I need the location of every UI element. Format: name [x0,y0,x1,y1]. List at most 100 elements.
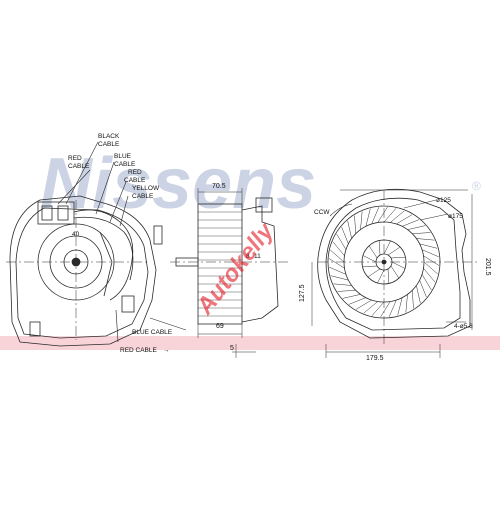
scroll-housing-inner [325,197,461,331]
impeller-blade [333,283,352,286]
hub-spoke [387,246,401,256]
impeller-blade [332,241,345,256]
middle-view [170,188,290,358]
hub-spoke [390,256,406,259]
brand-watermark: Nissens ® [40,144,481,224]
impeller-blade [365,208,371,227]
cable-leaders [57,141,187,343]
impeller-blade [371,301,385,316]
label-red-cable-mid: CABLE [124,177,146,184]
mount-tab [121,295,135,313]
label-blue-cable-top: BLUE [114,153,132,160]
dealer-watermark: Autokelly [191,217,280,321]
dim-5: 5 [230,345,234,352]
watermark-band [0,336,500,350]
impeller-blade [416,285,421,304]
rotation-label: CCW [314,209,330,216]
connector-pin [57,205,69,221]
hub-spoke [377,269,385,284]
label-red-cable-bottom: RED CABLE [120,347,158,354]
connector-pin [41,205,53,221]
label-red-cable-mid: RED [128,169,142,176]
housing-inner [15,207,149,339]
label-yellow-cable: YELLOW [132,185,160,192]
impeller-fins [198,211,242,317]
impeller-blade [347,220,352,239]
impeller-blade [412,290,414,309]
cable-harness [99,231,113,297]
impeller-blade [342,294,361,299]
impeller-blade [371,207,380,225]
label-red-cable-top: CABLE [68,163,90,170]
right-view [311,188,478,358]
impeller-blade [412,232,431,234]
label-red-cable-top: RED [68,155,82,162]
impeller-blade [360,211,363,230]
label-black-cable: CABLE [98,141,120,148]
dim-dia-125: ø125 [436,197,451,204]
hub-spoke [391,261,406,269]
dim-flange-holes: 4-ø5.8 [454,323,473,330]
dim-70-5: 70.5 [212,183,226,190]
dim-dia-175: ø175 [448,213,463,220]
impeller-blade [423,268,436,283]
scroll-housing [317,188,471,339]
impeller-blade [330,249,345,263]
brand-watermark-text: Nissens [40,144,316,224]
cable-harness [73,216,134,281]
impeller-blade [377,206,388,223]
impeller-blade [390,210,405,223]
impeller-blade [421,274,432,291]
impeller-blade [330,275,349,281]
motor-profile [241,205,279,323]
left-view [6,195,163,347]
connector-block [37,201,75,225]
impeller-blade [341,226,349,244]
dim-127-5: 127.5 [299,284,306,302]
hub-spoke [387,268,390,284]
hub-spoke [390,265,400,279]
mount-tab [153,225,163,245]
dim-40: 40 [72,231,80,238]
rotation-arrow [329,203,353,217]
hub-spoke [362,265,378,268]
impeller-blade [397,297,403,316]
impeller-blade [329,266,347,275]
impeller-spokes [362,240,406,284]
label-yellow-cable: CABLE [132,193,154,200]
label-blue-cable-bottom: BLUE CABLE [132,329,173,336]
impeller-blades [328,206,440,318]
hub-spoke [378,240,381,256]
dim-69: 69 [216,323,224,330]
impeller-blade [383,208,397,223]
arrow-red-cable: → [163,347,170,354]
impeller-blade [396,214,413,225]
impeller-blade [416,238,435,241]
impeller-blade [328,258,345,269]
impeller-blade [407,225,426,230]
impeller-blade [423,255,440,266]
hub-spoke [367,268,381,278]
housing-outline [9,195,157,347]
hub-spoke [383,240,391,255]
hub-spoke [362,255,377,263]
dim-8: 8 [246,253,250,260]
hub-spoke [368,245,378,259]
impeller-blade [388,299,397,317]
impeller-blade [423,261,438,275]
dim-201-5: 201.5 [484,258,491,276]
dim-11: 11 [254,253,261,260]
impeller-blade [380,301,391,318]
impeller-blade [355,299,372,310]
impeller-blade [419,243,438,249]
impeller-blade [402,219,420,227]
impeller-blade [348,297,366,305]
impeller-blade [419,280,427,298]
registered-mark: ® [472,179,481,193]
impeller-blade [337,290,356,292]
mount-tab [29,321,41,337]
label-blue-cable-top: CABLE [114,161,136,168]
impeller-blade [421,249,439,258]
